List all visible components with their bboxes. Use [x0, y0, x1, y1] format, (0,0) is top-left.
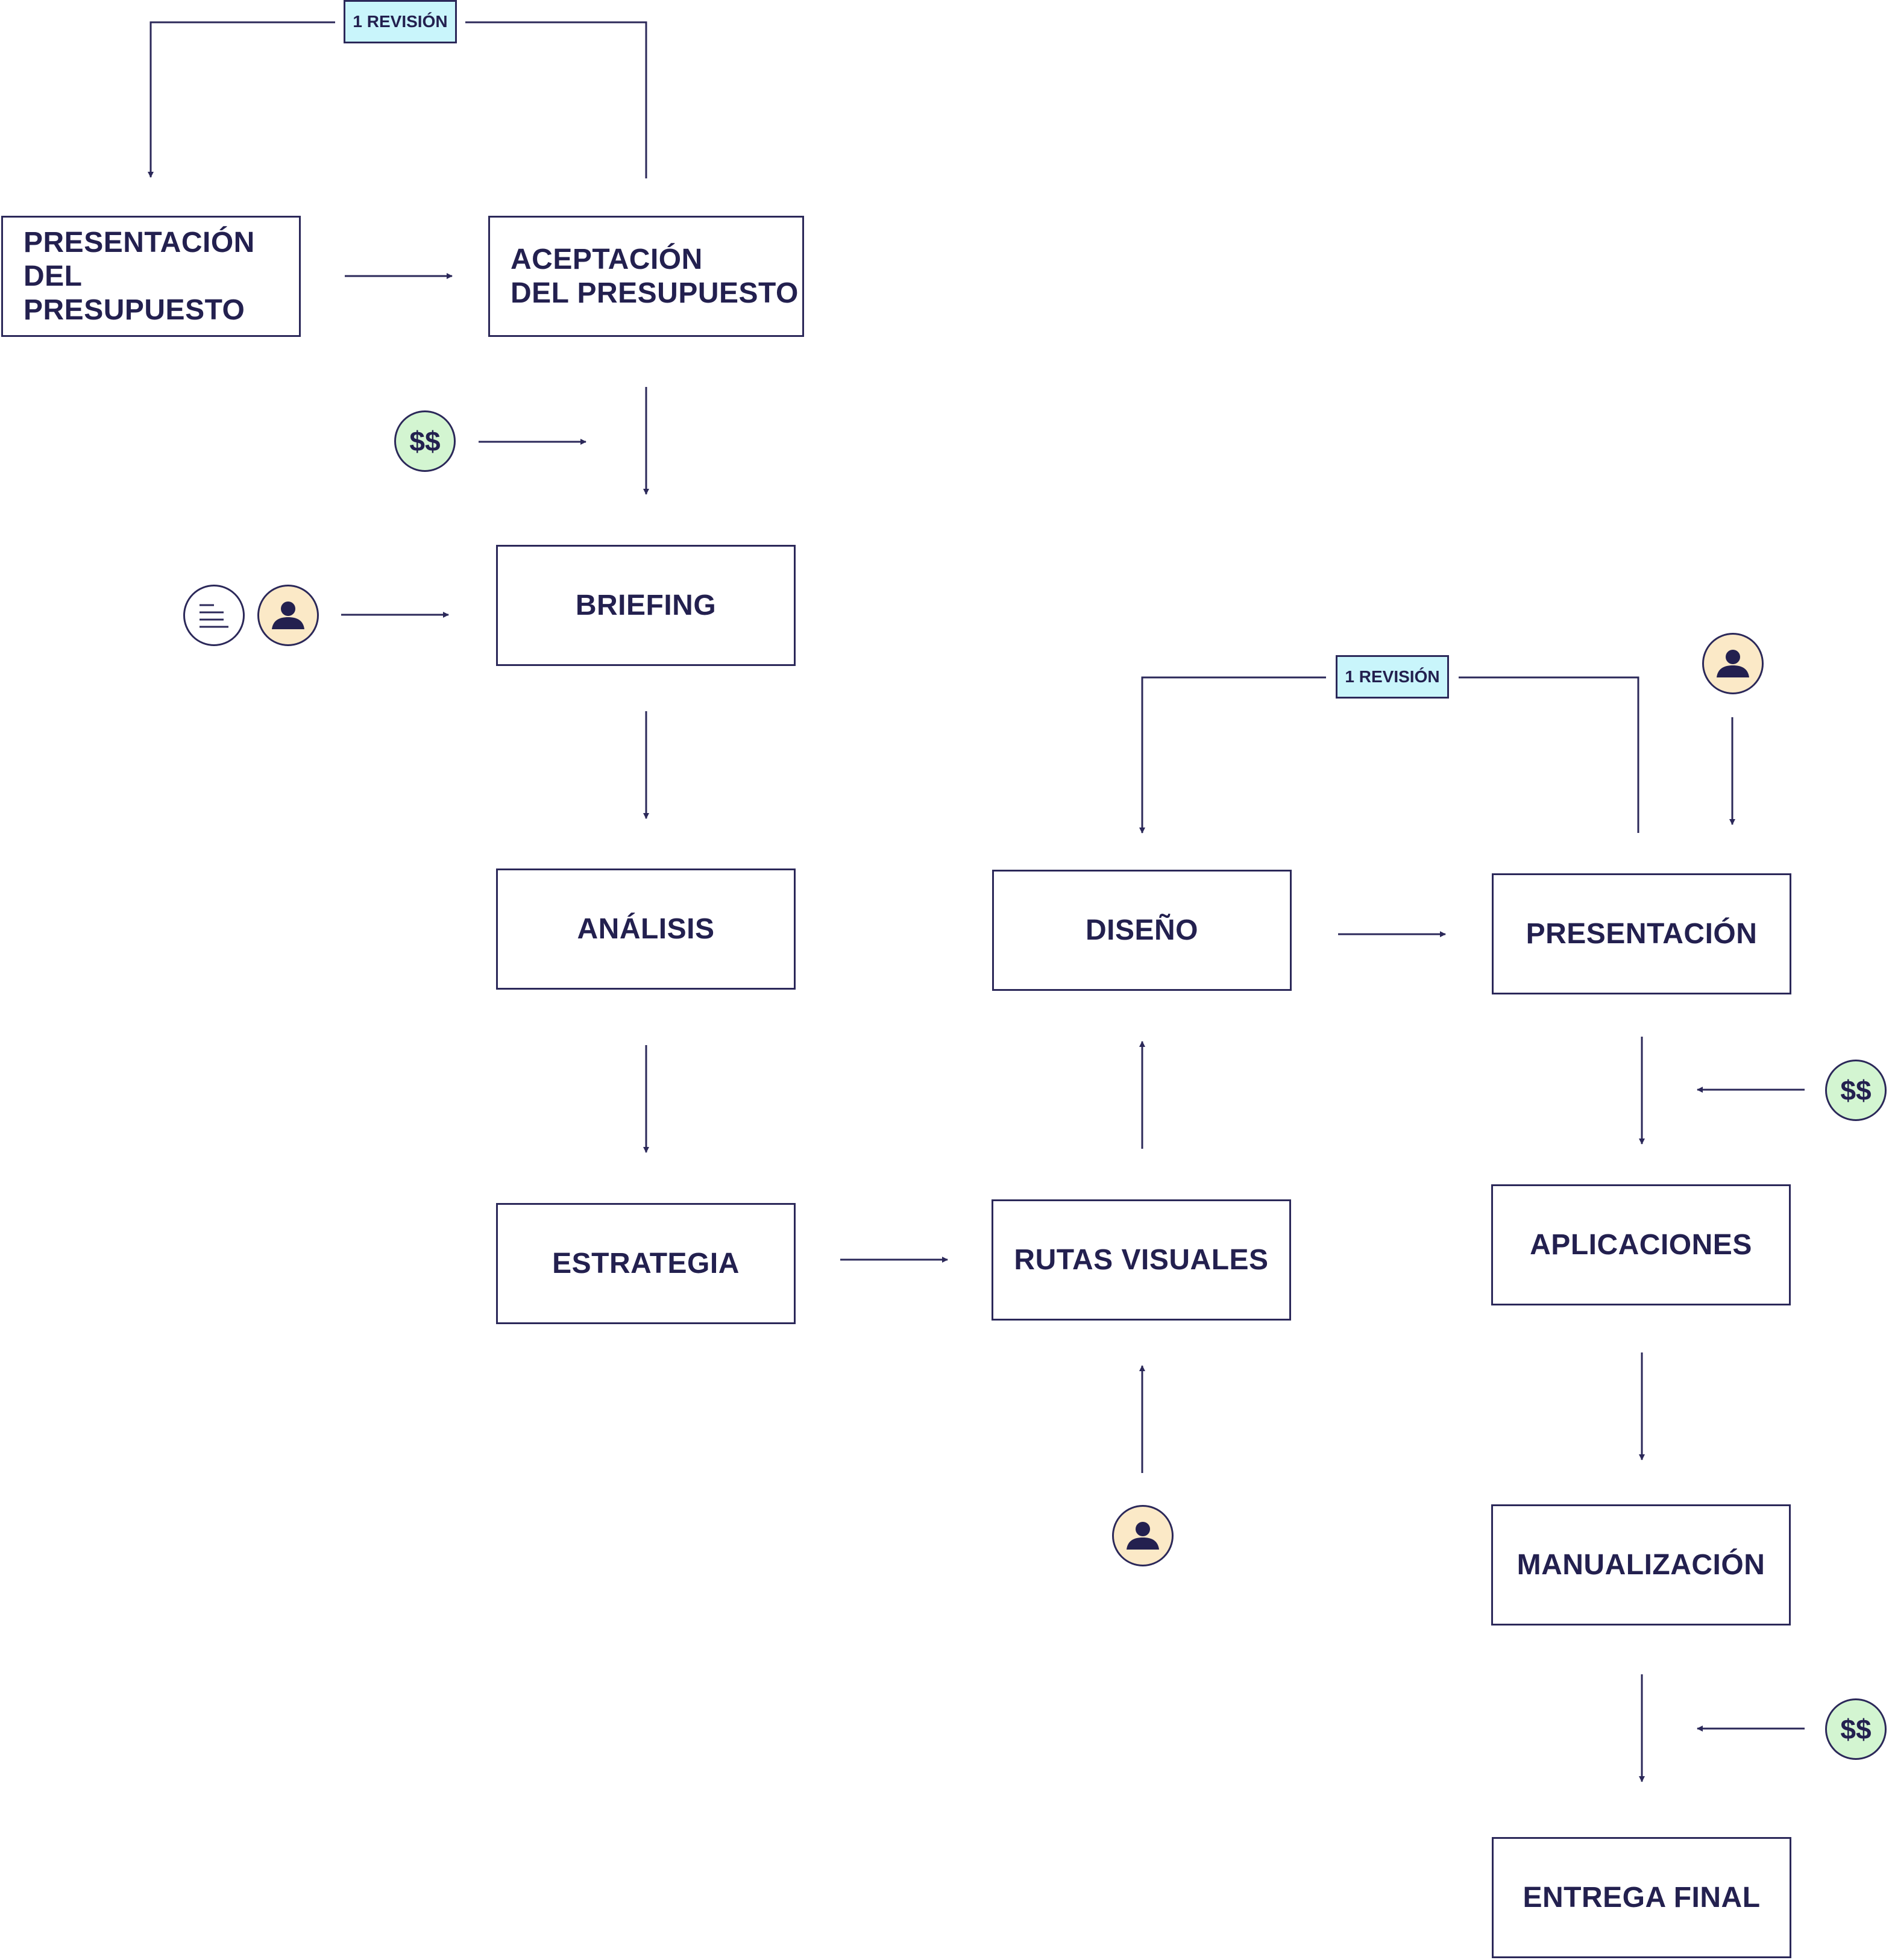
document-lines-icon [200, 604, 228, 628]
person-silhouette-icon [272, 602, 304, 629]
person-silhouette-icon [1717, 650, 1749, 677]
node-briefing: BRIEFING [496, 545, 796, 666]
node-entrega-final: ENTREGA FINAL [1492, 1837, 1791, 1958]
person-icon [1112, 1505, 1174, 1566]
revision-tag-mid: 1 REVISIÓN [1336, 655, 1449, 699]
node-manualizacion: MANUALIZACIÓN [1491, 1504, 1791, 1625]
money-icon: $$ [394, 410, 456, 472]
person-icon [257, 585, 319, 646]
money-icon: $$ [1825, 1698, 1887, 1760]
money-icon: $$ [1825, 1060, 1887, 1121]
person-icon [1702, 633, 1764, 694]
revision-loop-top-right [465, 21, 647, 178]
node-label-line1: ACEPTACIÓN [511, 243, 703, 275]
revision-loop-mid [1139, 676, 1326, 834]
revision-loop-mid-right [1459, 676, 1639, 833]
person-silhouette-icon [1127, 1522, 1159, 1550]
node-estrategia: ESTRATEGIA [496, 1203, 796, 1324]
node-aplicaciones: APLICACIONES [1491, 1184, 1791, 1305]
node-label-line2: DEL PRESUPUESTO [24, 260, 245, 326]
node-diseno: DISEÑO [992, 870, 1292, 991]
revision-tag-top: 1 REVISIÓN [344, 0, 457, 43]
node-label-line1: PRESENTACIÓN [24, 226, 255, 259]
node-label-line2: DEL PRESUPUESTO [511, 277, 799, 309]
revision-loop-top [148, 21, 335, 178]
document-icon [183, 585, 245, 646]
node-rutas-visuales: RUTAS VISUALES [992, 1199, 1291, 1321]
node-presentacion: PRESENTACIÓN [1492, 873, 1791, 994]
node-analisis: ANÁLISIS [496, 868, 796, 990]
